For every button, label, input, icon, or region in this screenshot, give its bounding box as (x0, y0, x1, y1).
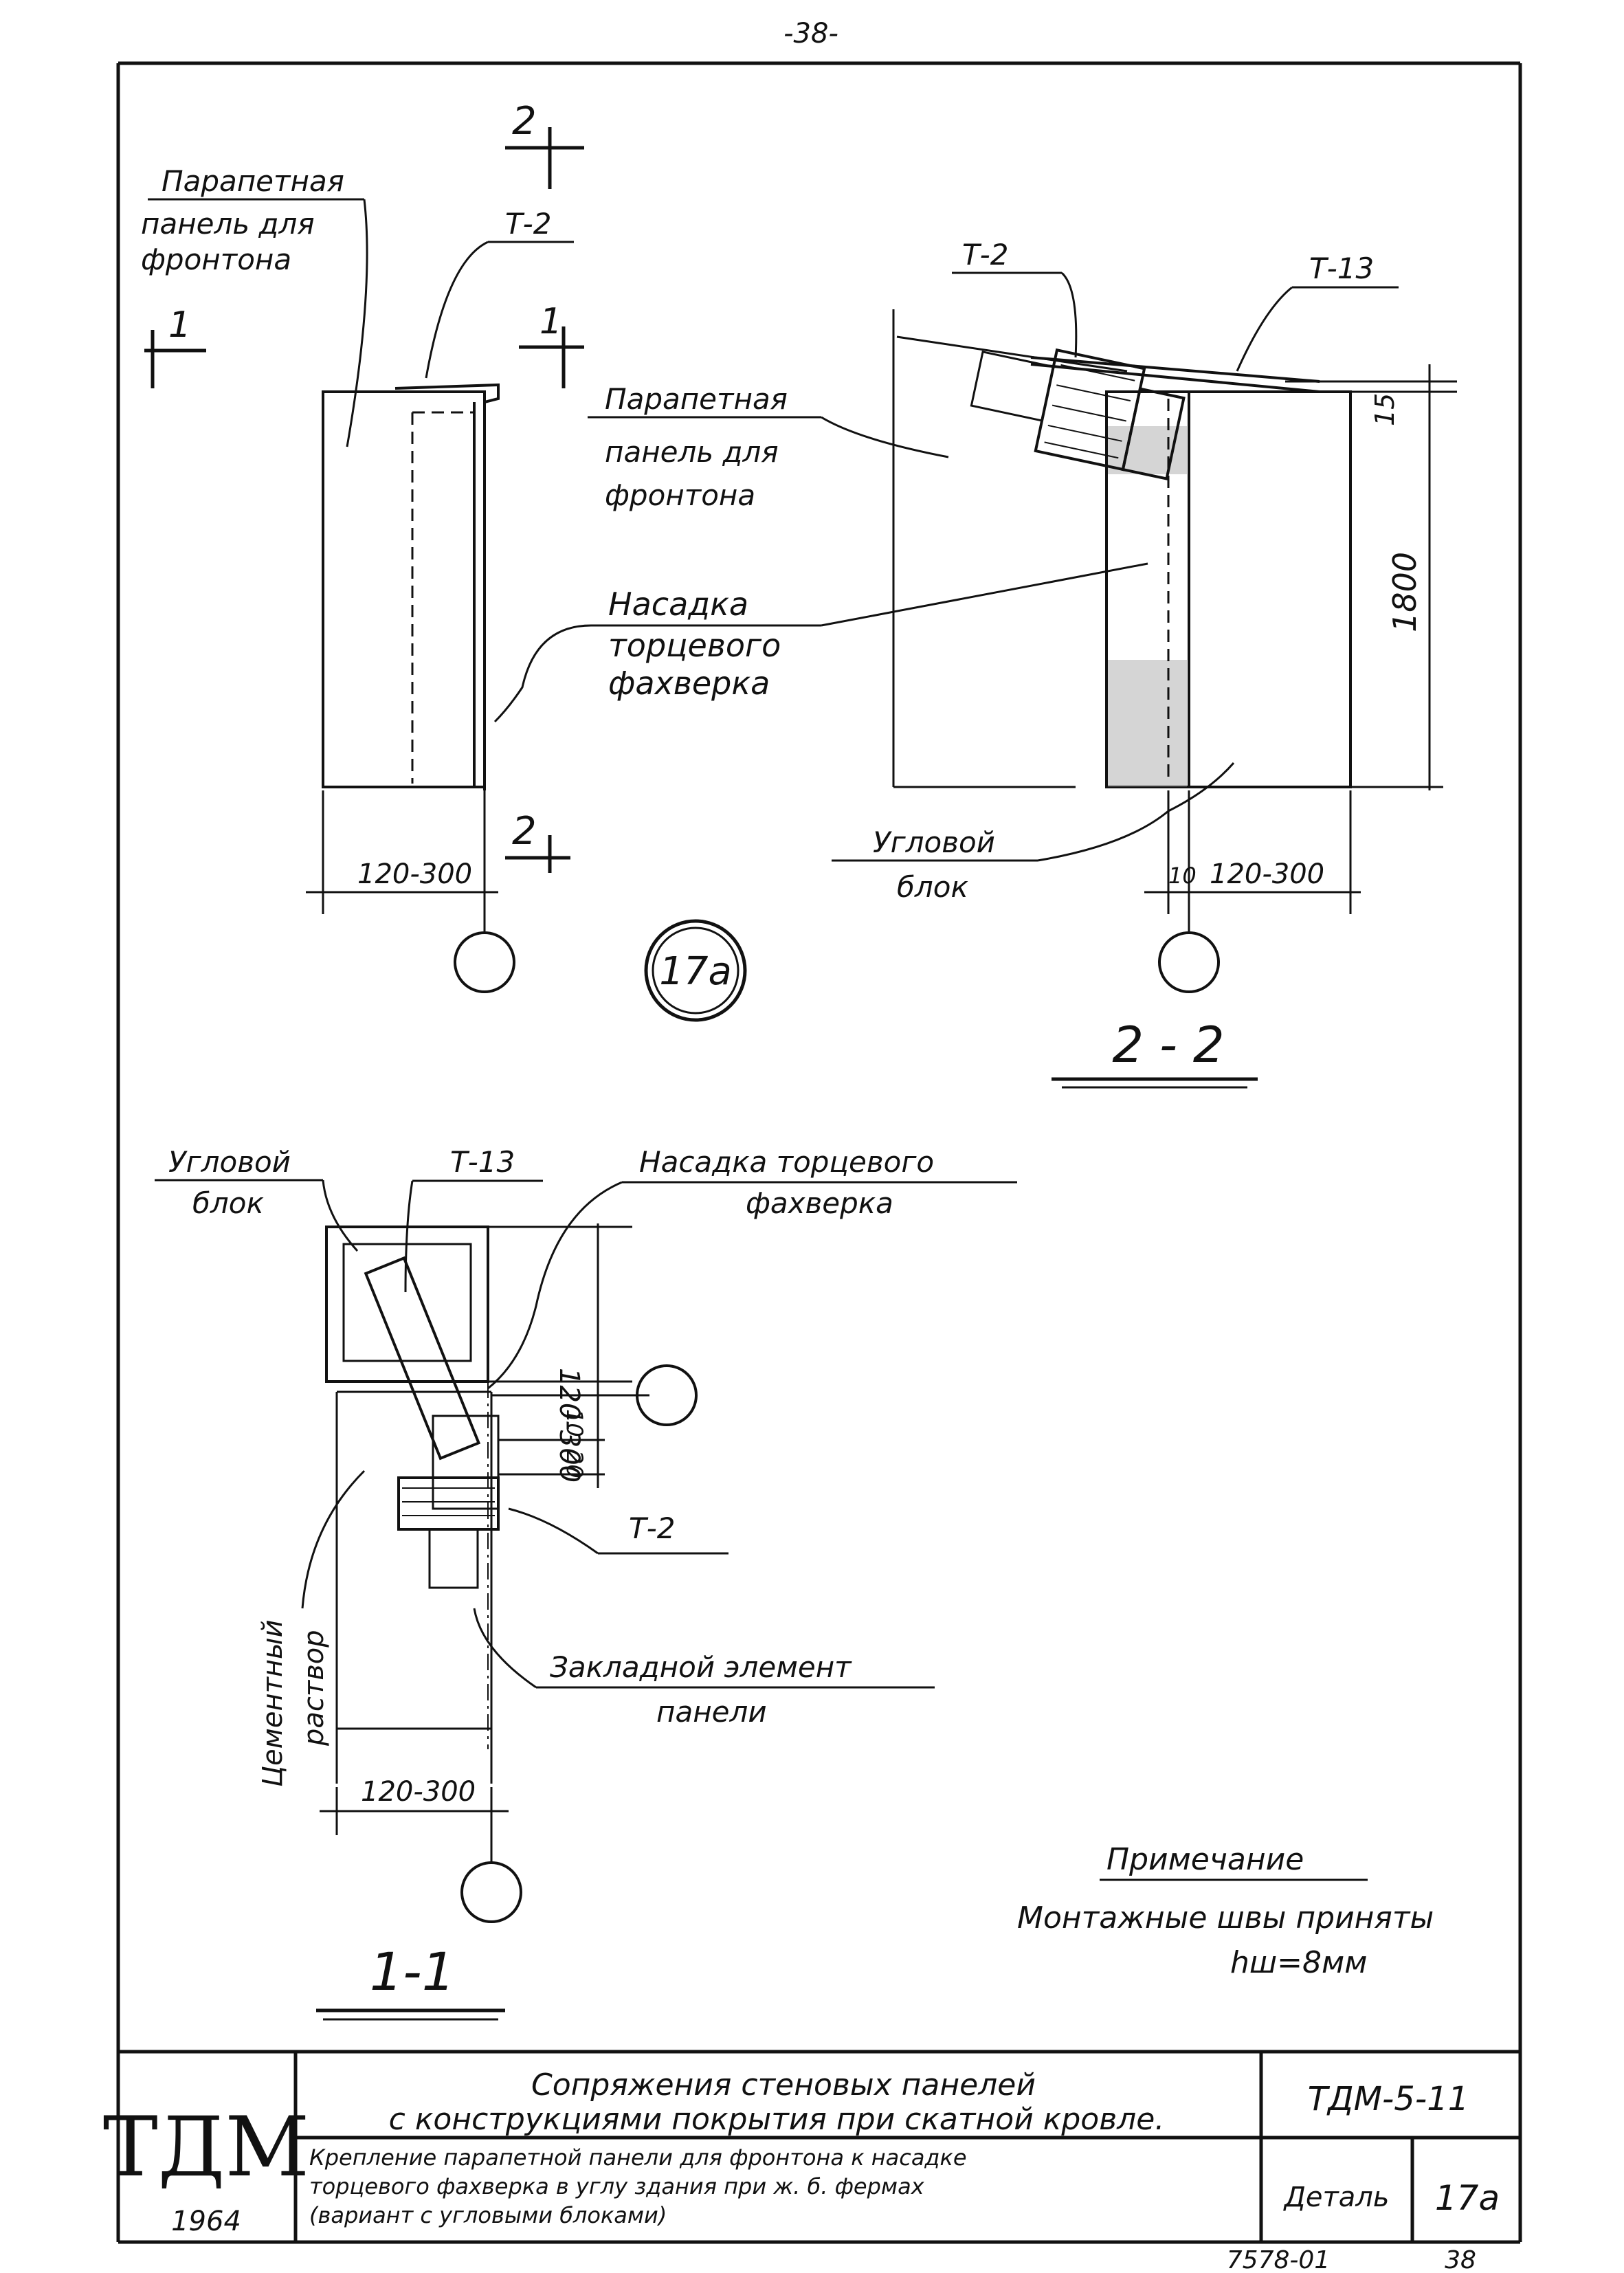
axis-bubble-left (454, 931, 515, 993)
title-sub-line3: (вариант с угловыми блоками) (309, 2202, 667, 2228)
title-series: ТДМ-5-11 (1308, 2080, 1469, 2118)
label-nasadka-11-line2: фахверка (746, 1186, 893, 1220)
title-block: ТДМ 1964 Сопряжения стеновых панелей с к… (103, 2050, 1520, 2273)
title-main-line2: с конструкциями покрытия при скатной кро… (389, 2102, 1165, 2137)
label-embedded-line2: панели (656, 1695, 767, 1729)
label-parapet-panel-line1: Парапетная (162, 164, 344, 198)
dim-left-width: 120-300 (357, 858, 472, 890)
section-mark-1-right: 1 (540, 301, 562, 342)
section-1-1-view: Угловой блок Т-13 Насадка торцевого фахв… (155, 1145, 1017, 2021)
section-mark-2-top: 2 (512, 99, 537, 144)
label-corner-block-11-line1: Угловой (168, 1145, 291, 1179)
left-elevation-view: 2 1 1 Парапетная панель для фронтона Т-2… (141, 99, 821, 993)
axis-bubble-section11-side (636, 1364, 698, 1426)
axis-bubble-section22 (1158, 931, 1220, 993)
dim-width-section22: 120-300 (1210, 858, 1324, 890)
label-parapet-panel-line2: панель для (141, 207, 315, 241)
label-parapet-panel-22-line1: Парапетная (605, 382, 788, 416)
dim-10-section22: 10 (1168, 863, 1197, 889)
note-line2: hш=8мм (1230, 1945, 1367, 1980)
title-detail-number: 17а (1435, 2178, 1500, 2218)
note-block: Примечание Монтажные швы приняты hш=8мм (1017, 1842, 1434, 1980)
label-t2-section22: Т-2 (962, 238, 1009, 271)
page-number: -38- (783, 18, 838, 49)
title-main-line1: Сопряжения стеновых панелей (531, 2067, 1036, 2103)
label-corner-block-22-line1: Угловой (873, 825, 995, 859)
label-t13-section22: Т-13 (1309, 252, 1374, 285)
label-mortar-line2: раствор (298, 1630, 330, 1747)
label-nasadka-line3: фахверка (608, 665, 770, 702)
label-nasadka-line1: Насадка (608, 586, 748, 623)
axis-bubble-section11 (460, 1861, 522, 1923)
label-t2-section11: Т-2 (629, 1511, 676, 1545)
label-embedded-line1: Закладной элемент (550, 1650, 852, 1684)
detail-badge-text: 17а (659, 949, 732, 994)
label-parapet-panel-line3: фронтона (141, 243, 291, 276)
title-bottom-page: 38 (1445, 2246, 1476, 2273)
section-mark-2-bottom: 2 (512, 809, 537, 854)
label-nasadka-line2: торцевого (608, 627, 781, 664)
title-sub-line1: Крепление парапетной панели для фронтона… (309, 2144, 967, 2171)
detail-badge: 17а (644, 919, 747, 1022)
label-parapet-panel-22-line2: панель для (605, 435, 779, 469)
title-year: 1964 (171, 2206, 241, 2237)
section-2-2-view: Т-2 Т-13 Парапетная панель для фронтона … (588, 238, 1457, 1089)
title-bottom-code: 7578-01 (1227, 2246, 1330, 2273)
note-line1: Монтажные швы приняты (1017, 1900, 1434, 1936)
label-corner-block-11-line2: блок (192, 1186, 264, 1220)
dim-10-vertical: 10 (561, 1409, 588, 1437)
section-mark-1-left: 1 (168, 304, 191, 346)
title-detail-label: Деталь (1283, 2182, 1390, 2213)
label-t2-left: Т-2 (505, 207, 552, 241)
title-sub-line2: торцевого фахверка в углу здания при ж. … (309, 2173, 925, 2199)
label-corner-block-22-line2: блок (897, 870, 968, 904)
dim-120-300-vertical: 120-300 (553, 1368, 585, 1483)
label-nasadka-11-line1: Насадка торцевого (639, 1145, 934, 1179)
dim-width-section11: 120-300 (361, 1776, 476, 1808)
label-t13-section11: Т-13 (450, 1145, 515, 1179)
dim-1800: 1800 (1386, 552, 1423, 632)
title-logo: ТДМ (103, 2100, 309, 2195)
label-mortar-line1: Цементный (257, 1619, 289, 1787)
section-22-title: 2 - 2 (1112, 1016, 1224, 1074)
dim-20-vertical: 20 (561, 1450, 588, 1478)
note-heading: Примечание (1106, 1842, 1304, 1877)
section-11-title: 1-1 (370, 1941, 455, 2002)
label-parapet-panel-22-line3: фронтона (605, 478, 755, 512)
dim-15: 15 (1370, 393, 1400, 426)
sheet-frame (116, 61, 1522, 2244)
